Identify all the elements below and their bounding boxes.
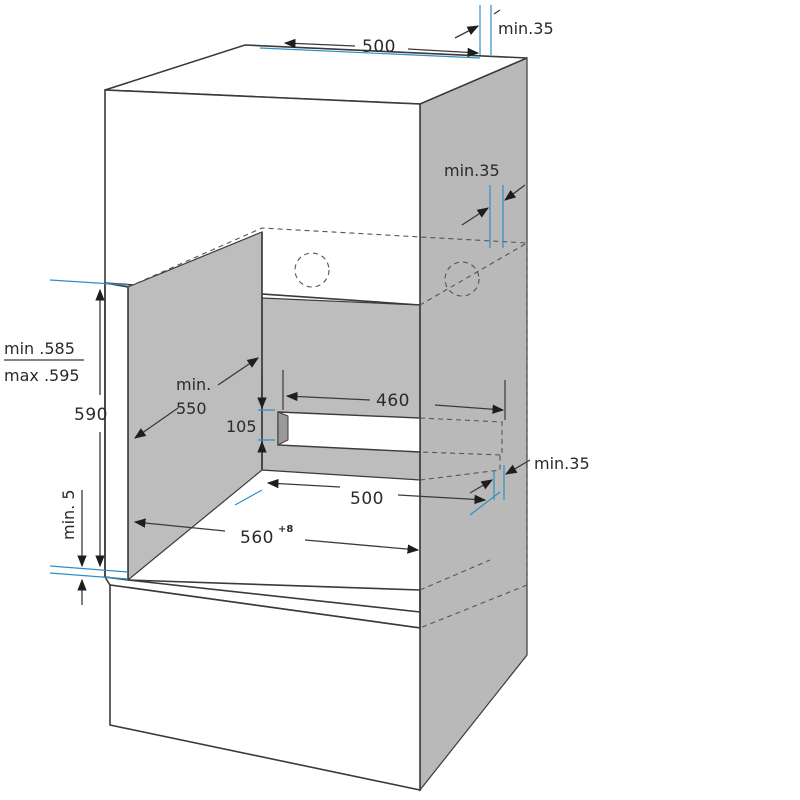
label-niche-width-tolerance: +8: [278, 524, 293, 535]
label-niche-depth-line1: min.: [176, 375, 211, 394]
dim-niche-width: [133, 518, 420, 554]
label-rear-clearance: min.35: [534, 454, 590, 473]
label-top-depth: 500: [362, 37, 396, 57]
dim-side-clearance: [461, 184, 526, 248]
dim-top-clearance: [454, 5, 501, 55]
niche-left-post: [104, 282, 129, 581]
label-niche-width: 560: [240, 528, 274, 548]
rear-circle-left: [294, 252, 330, 288]
niche-floor-edge: [127, 579, 421, 613]
label-niche-height-min: min .585: [4, 339, 75, 358]
rear-circle-right: [444, 261, 480, 297]
dim-rear-clearance: [469, 459, 531, 500]
label-vent-height: 105: [226, 417, 257, 436]
label-vent-width: 460: [376, 391, 410, 411]
label-niche-depth-line2: 550: [176, 399, 207, 418]
cabinet: [103, 44, 528, 792]
label-bottom-gap: min. 5: [59, 489, 78, 540]
label-side-clearance: min.35: [444, 161, 500, 180]
label-floor-depth: 500: [350, 489, 384, 509]
lower-cabinet-front: [109, 584, 421, 791]
label-niche-height-max: max .595: [4, 366, 80, 385]
niche-back-wall: [261, 297, 421, 481]
dim-niche-depth: [134, 357, 259, 439]
dim-niche-height: [4, 279, 129, 580]
hidden-oven-outline: [127, 227, 529, 629]
dim-vent-width: [282, 370, 506, 420]
vent-opening: [277, 411, 503, 456]
dim-top-depth: [259, 38, 481, 59]
label-top-clearance: min.35: [498, 19, 554, 38]
dim-floor-depth: [234, 478, 501, 516]
dim-vent-height: [257, 375, 275, 468]
label-oven-height: 590: [74, 405, 108, 425]
